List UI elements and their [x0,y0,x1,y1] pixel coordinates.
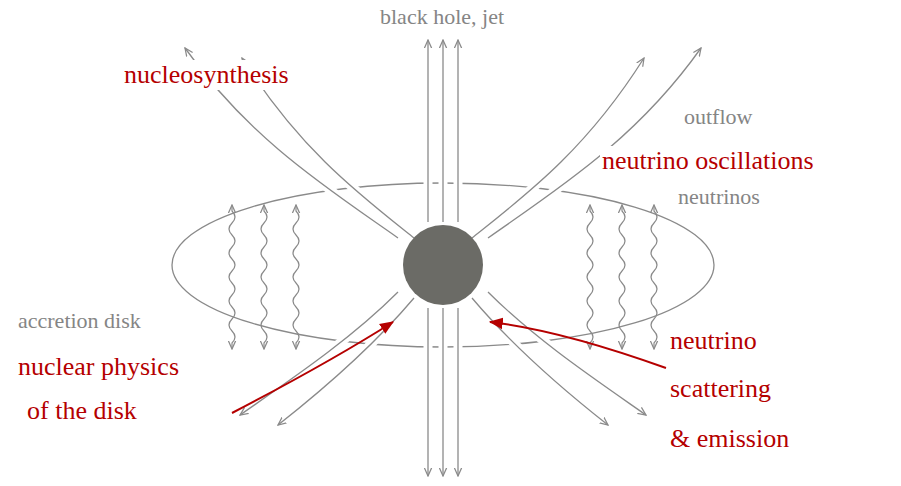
black-hole [403,225,483,305]
jet-label: black hole, jet [378,4,506,29]
topic-label: neutrino oscillations [600,146,816,176]
neutrinos-label: neutrinos [676,184,762,209]
topic-label: nucleosynthesis [122,60,291,90]
topic-label: & emission [668,424,791,454]
topic-label: nuclear physics [16,352,181,382]
pointer-arrows [232,322,666,413]
neutrino-waves [229,205,657,349]
outflow-gap-underlay [185,40,701,476]
disk-label: accretion disk [16,308,143,333]
topic-label: neutrino [668,326,759,356]
topic-label: of the disk [25,396,139,426]
outflow-label: outflow [682,104,754,129]
topic-label: scattering [668,374,773,404]
